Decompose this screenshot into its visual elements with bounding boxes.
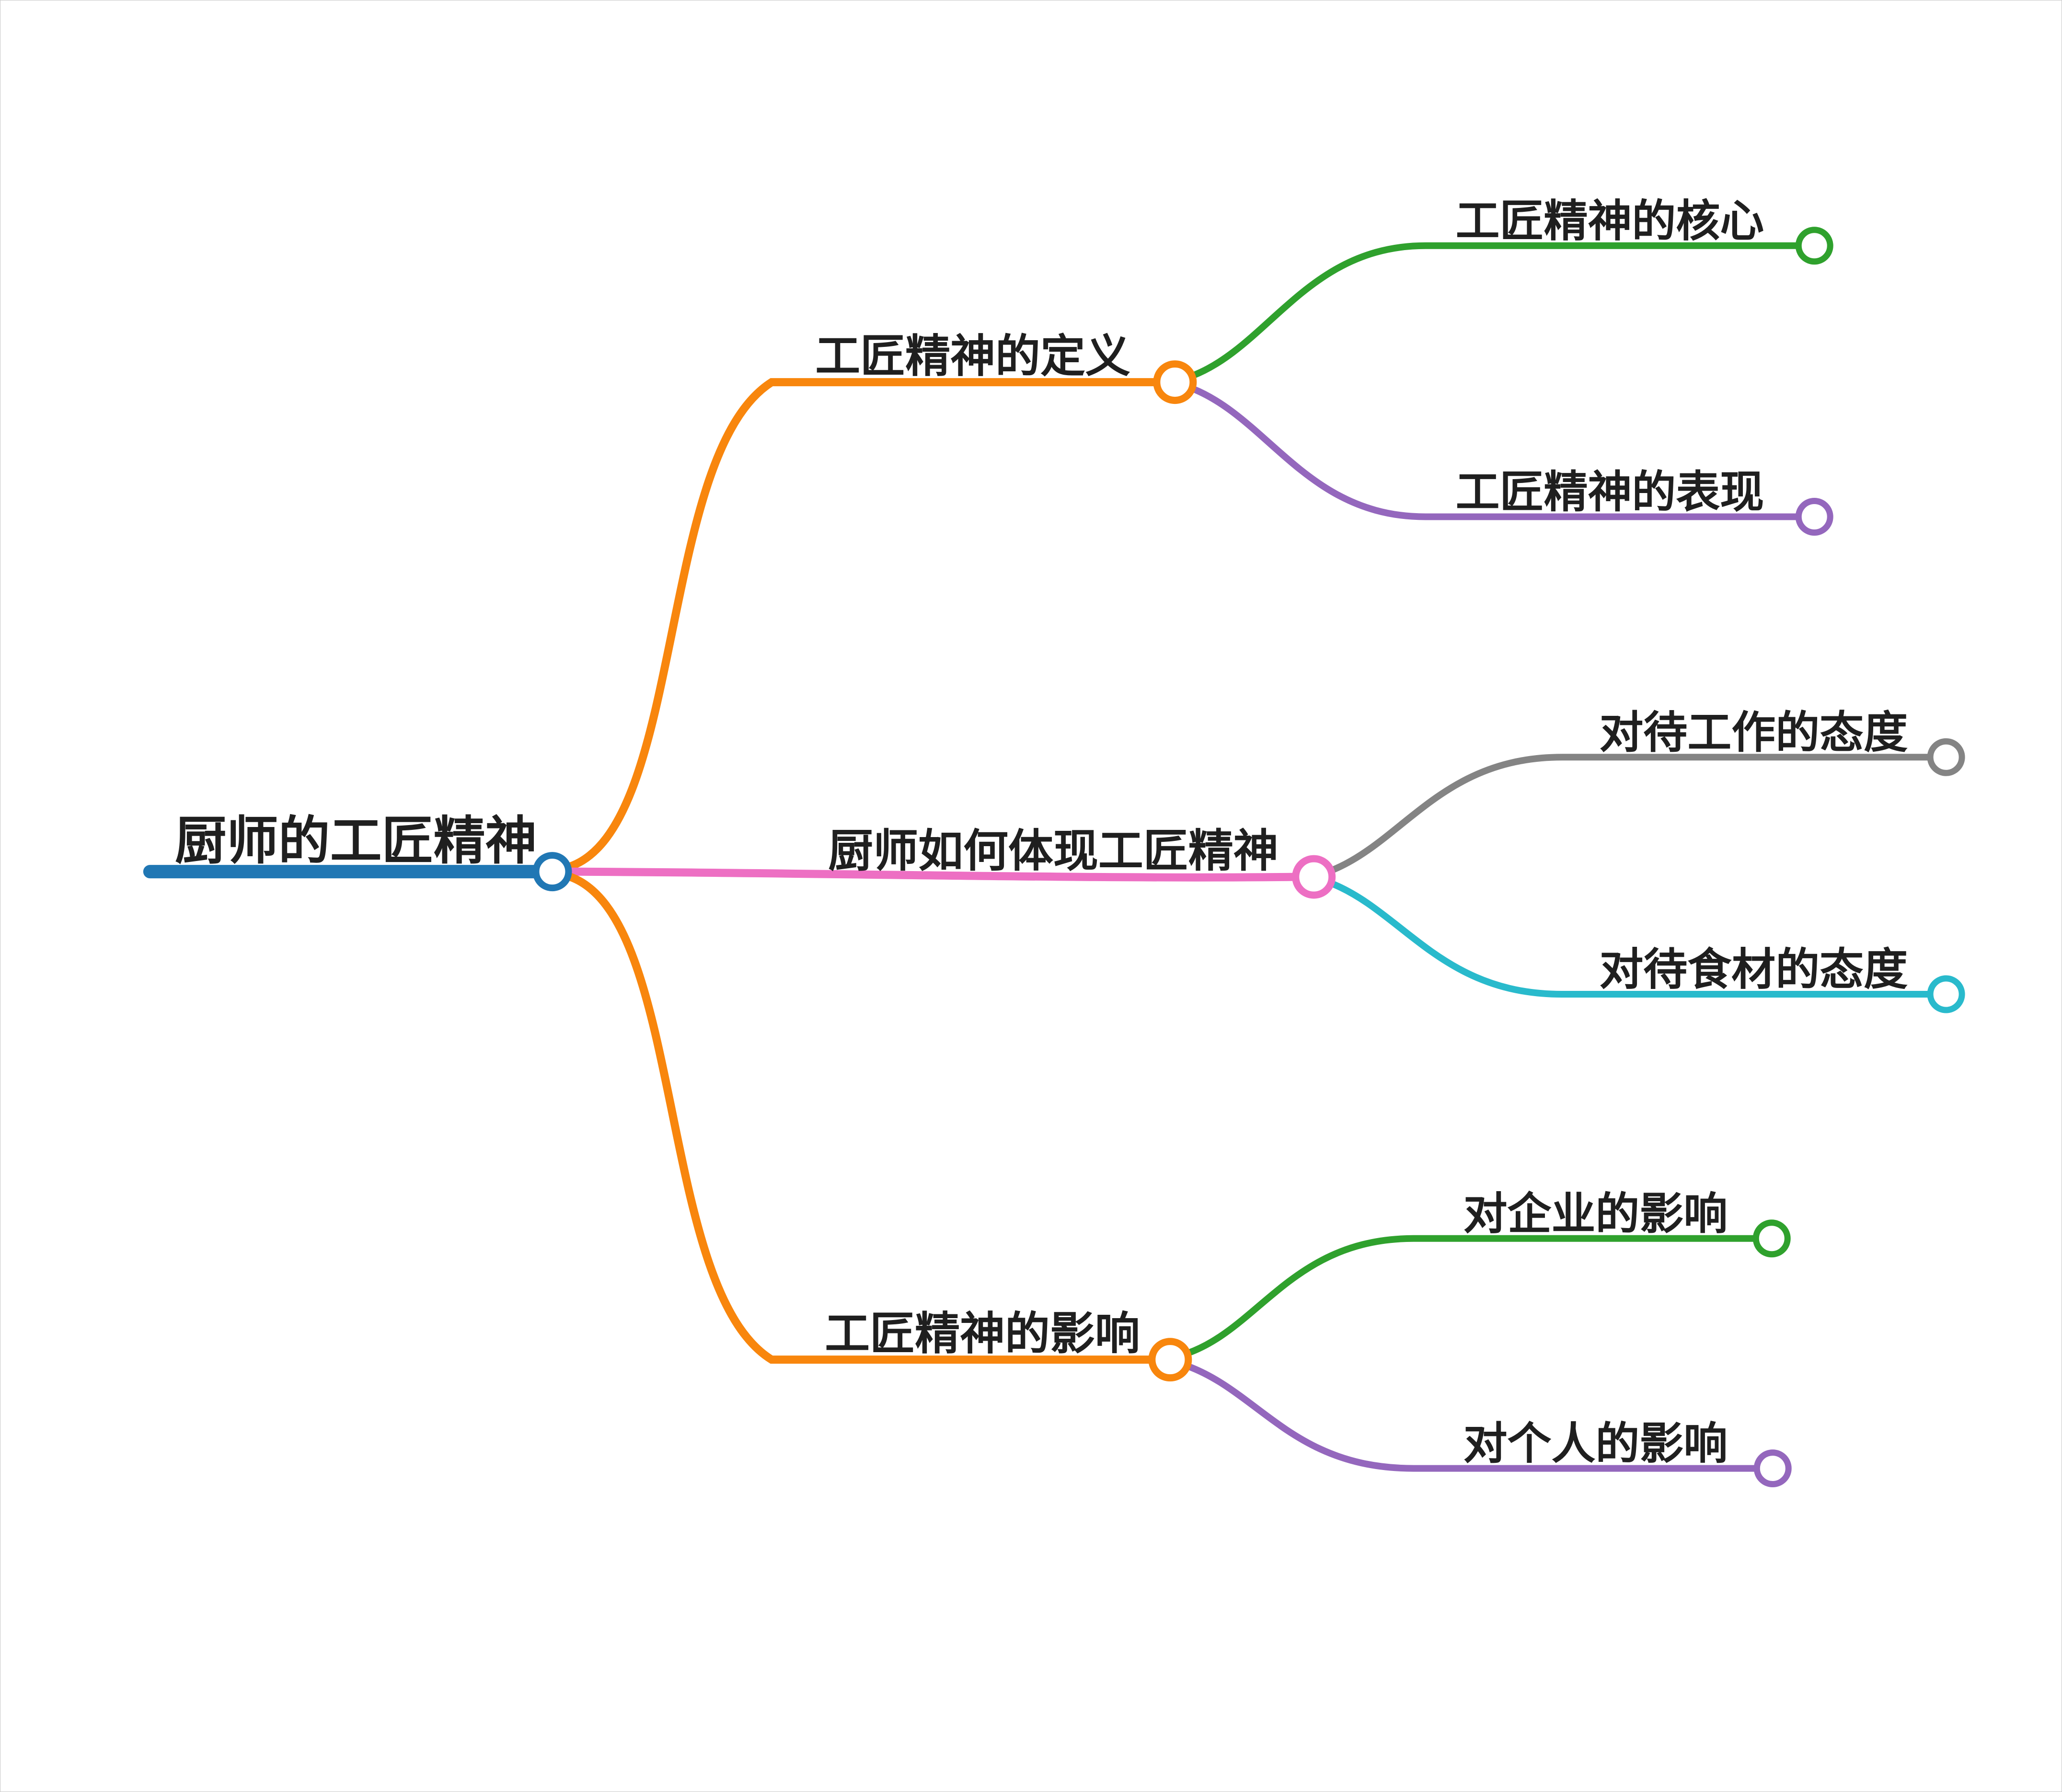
child-enterprise-impact-label[interactable]: 对企业的影响 [1463,1188,1728,1240]
child-work-attitude-connector [1328,754,1934,874]
child-enterprise-impact-connector [1185,1235,1760,1356]
root-node-label[interactable]: 厨师的工匠精神 [175,811,537,871]
child-manifestation-connector [1189,385,1802,520]
child-work-attitude-circle[interactable] [1927,738,1965,776]
child-manifestation-circle[interactable] [1795,498,1833,536]
child-manifestation-label[interactable]: 工匠精神的表现 [1456,467,1764,518]
child-personal-impact-circle[interactable] [1753,1449,1792,1488]
child-ingredient-attitude-label[interactable]: 对待食材的态度 [1600,944,1908,995]
branch-impact-connector [563,872,1156,1364]
child-ingredient-attitude-circle[interactable] [1927,975,1965,1013]
child-ingredient-attitude-connector [1328,880,1934,998]
branch-embody-label[interactable]: 厨师如何体现工匠精神 [828,825,1278,877]
branch-impact-circle[interactable] [1148,1338,1192,1382]
child-core-label[interactable]: 工匠精神的核心 [1456,195,1764,247]
branch-impact-label[interactable]: 工匠精神的影响 [825,1308,1140,1360]
branch-embody-connector [564,867,1300,882]
child-personal-impact-connector [1185,1363,1761,1472]
branch-definition-label[interactable]: 工匠精神的定义 [815,331,1130,383]
branch-definition-circle[interactable] [1153,360,1197,404]
child-personal-impact-label[interactable]: 对个人的影响 [1463,1418,1728,1470]
branch-embody-circle[interactable] [1292,855,1336,899]
child-core-connector [1189,242,1802,379]
branch-definition-connector [563,378,1161,872]
root-node-circle[interactable] [532,852,572,892]
child-work-attitude-label[interactable]: 对待工作的态度 [1600,707,1908,758]
child-core-circle[interactable] [1795,227,1833,265]
child-enterprise-impact-circle[interactable] [1752,1219,1791,1258]
